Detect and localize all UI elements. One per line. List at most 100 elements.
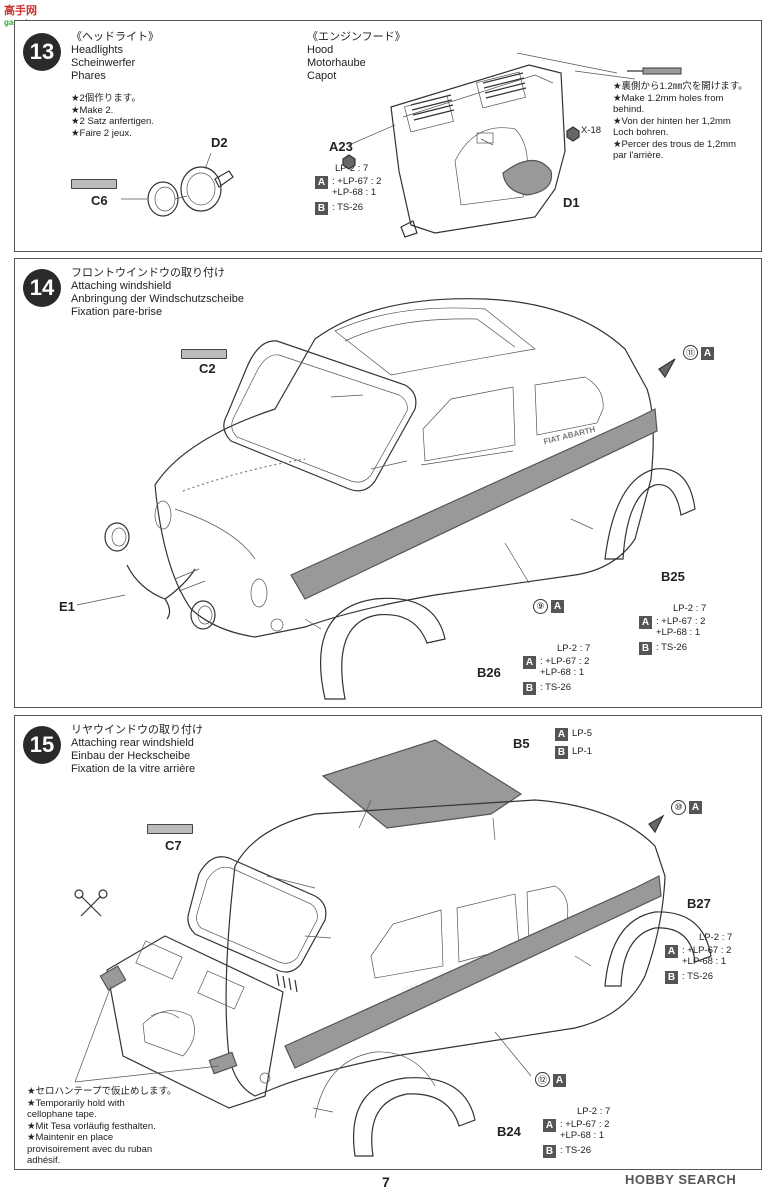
note-line: ★Make 1.2mm holes from xyxy=(613,92,724,104)
note-line: Loch bohren. xyxy=(613,127,669,138)
roof-panel-b5 xyxy=(321,739,523,829)
step-14-title: フロントウインドウの取り付け Attaching windshield Anbr… xyxy=(71,267,244,319)
step15-de: Einbau der Heckscheibe xyxy=(71,750,191,762)
page-number: 7 xyxy=(382,1174,390,1190)
paint-code-b: B xyxy=(523,682,536,695)
step15-jp: リヤウインドウの取り付け xyxy=(71,724,203,736)
headlights-jp: 《ヘッドライト》 xyxy=(71,31,159,43)
cement-tube-icon xyxy=(71,179,117,189)
rear-window-c7 xyxy=(187,856,327,973)
paint-code-a: A xyxy=(665,945,678,958)
hex-bolt-icon xyxy=(566,126,580,142)
part-d2: D2 xyxy=(211,135,228,150)
body-stripe xyxy=(290,408,658,600)
engine-hood xyxy=(390,64,566,234)
windshield-c2 xyxy=(223,340,417,492)
part-d1: D1 xyxy=(563,195,580,210)
part-a23: A23 xyxy=(329,139,353,154)
step14-de: Anbringung der Windschutzscheibe xyxy=(71,293,245,305)
paint-line: +LP-68 : 1 xyxy=(332,187,377,198)
step-number-14: 14 xyxy=(23,269,61,307)
hood-de: Motorhaube xyxy=(307,57,366,69)
note-line: ★Maintenir en place xyxy=(27,1132,114,1143)
paint-line: : TS-26 xyxy=(560,1145,591,1156)
paint-line: : TS-26 xyxy=(540,682,571,693)
fender-flare-b26 xyxy=(319,597,446,700)
paint-code-a: A xyxy=(553,1074,566,1087)
headlight-bucket xyxy=(180,166,222,212)
paint-line: LP-1 xyxy=(572,746,593,757)
tape-icon xyxy=(99,965,127,991)
step14-jp: フロントウインドウの取り付け xyxy=(71,267,225,279)
headlights-title: 《ヘッドライト》 Headlights Scheinwerfer Phares xyxy=(71,31,159,83)
step15-en: Attaching rear windshield xyxy=(71,737,194,749)
headlights-fr: Phares xyxy=(71,70,106,82)
paint-line: +LP-68 : 1 xyxy=(682,956,727,967)
side-window-rear xyxy=(534,376,604,436)
headlight-lens xyxy=(147,181,179,217)
part-e1: E1 xyxy=(59,599,75,614)
step14-en: Attaching windshield xyxy=(71,280,172,292)
paint-code-a: A xyxy=(523,656,536,669)
step-number-13: 13 xyxy=(23,33,61,71)
cement-tube-icon xyxy=(181,349,227,359)
note-line: adhésif. xyxy=(27,1155,61,1166)
callout-number: ⑪ xyxy=(683,345,698,360)
hood-fr: Capot xyxy=(307,70,337,82)
step-15-drawing xyxy=(74,739,712,1157)
note-line: ★Von der hinten her 1,2mm xyxy=(613,115,731,127)
hood-slot xyxy=(476,132,494,144)
part-b5: B5 xyxy=(513,736,530,751)
note-line: ★Faire 2 jeux. xyxy=(71,127,132,139)
paint-code-a: A xyxy=(315,176,328,189)
headlight-right xyxy=(190,600,216,630)
hex-bolt-icon xyxy=(342,154,356,170)
tape-notes: ★セロハンテープで仮止めします。 ★Temporarily hold with … xyxy=(27,1086,177,1167)
paint-line: : +LP-67 : 2 xyxy=(682,945,732,956)
paint-line: LP-2 : 7 xyxy=(335,163,369,174)
step-13-drawing xyxy=(121,52,682,238)
step-13-panel: 13 《ヘッドライト》 Headlights Scheinwerfer Phar… xyxy=(14,20,762,252)
part-c7: C7 xyxy=(165,838,182,853)
paint-line: : TS-26 xyxy=(682,971,713,982)
paint-code-b: B xyxy=(315,202,328,215)
callout-number: ⑫ xyxy=(535,1072,550,1087)
paint-line: : +LP-67 : 2 xyxy=(656,616,706,627)
paint-line: LP-2 : 7 xyxy=(577,1106,611,1117)
step14-fr: Fixation pare-brise xyxy=(71,306,163,318)
step-15-panel: 15 リヤウインドウの取り付け Attaching rear windshiel… xyxy=(14,715,762,1170)
note-line: ★セロハンテープで仮止めします。 xyxy=(27,1086,177,1097)
paint-line: : +LP-67 : 2 xyxy=(332,176,382,187)
side-window-front xyxy=(422,386,516,462)
paint-line: : +LP-67 : 2 xyxy=(540,656,590,667)
paint-line: : TS-26 xyxy=(332,202,363,213)
front-emblem-e1 xyxy=(126,564,171,620)
note-line: ★Temporarily hold with xyxy=(27,1097,125,1109)
paint-code-b: B xyxy=(665,971,678,984)
note-line: ★Percer des trous de 1,2mm xyxy=(613,138,737,150)
headlight-lens-inner xyxy=(154,186,176,212)
fender-flare-b27 xyxy=(604,911,712,987)
fender-flare-b24 xyxy=(353,1077,476,1157)
paint-code-a: A xyxy=(543,1119,556,1132)
step-15-title: リヤウインドウの取り付け Attaching rear windshield E… xyxy=(71,724,203,776)
paint-code-a: A xyxy=(639,616,652,629)
headlights-de: Scheinwerfer xyxy=(71,57,136,69)
part-c2: C2 xyxy=(199,361,216,376)
part-x18: X-18 xyxy=(581,125,602,136)
scissors-icon xyxy=(80,895,102,917)
cement-tube-icon xyxy=(147,824,193,834)
b25-paint-spec: LP-2 : 7 A: +LP-67 : 2+LP-68 : 1 B: TS-2… xyxy=(639,603,706,657)
b27-paint-spec: LP-2 : 7 A: +LP-67 : 2+LP-68 : 1 B: TS-2… xyxy=(665,932,732,986)
paint-code-b: B xyxy=(555,746,568,759)
paint-code-a: A xyxy=(689,801,702,814)
hood-vent-right xyxy=(476,71,526,109)
step-14-drawing xyxy=(76,298,696,700)
paint-code-b: B xyxy=(543,1145,556,1158)
headlight-bucket-inner xyxy=(186,172,216,206)
hood-notes: ★裏側から1.2㎜穴を開けます。 ★Make 1.2mm holes from … xyxy=(613,81,748,162)
